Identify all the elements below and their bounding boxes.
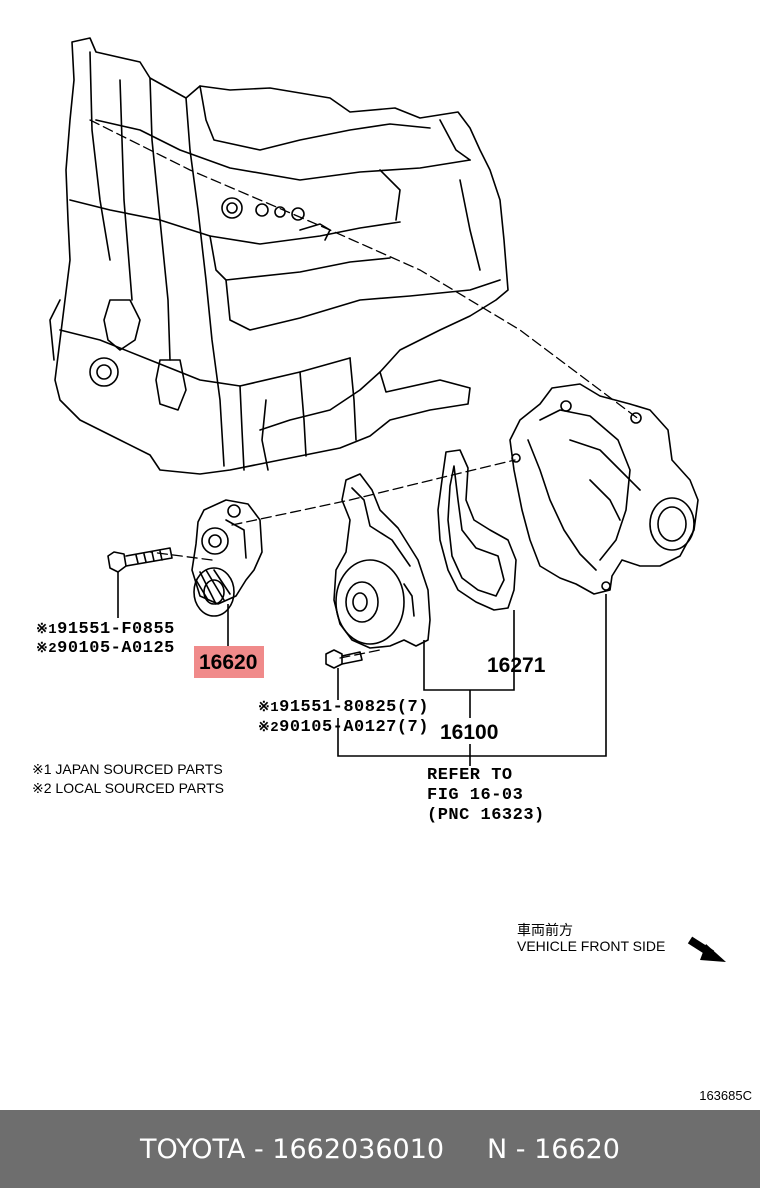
leader-lines xyxy=(117,572,607,766)
gasket-drawing xyxy=(437,449,517,611)
callout-mark: ※1 xyxy=(36,622,58,638)
callout-pump-bolt-1[interactable]: ※191551-80825(7) xyxy=(258,698,429,718)
callout-part-number: 91551-F0855 xyxy=(57,620,175,639)
highlight-box xyxy=(194,646,264,678)
callout-part-number: 90105-A0127(7) xyxy=(279,718,429,737)
callout-tensioner-bolt-2[interactable]: ※290105-A0125 xyxy=(36,639,175,659)
refer-line-2[interactable]: FIG 16-03 xyxy=(427,786,524,805)
tensioner-bolt-drawing xyxy=(107,547,173,573)
note-local-sourced: ※2 LOCAL SOURCED PARTS xyxy=(32,780,224,796)
diagram-code: 163685C xyxy=(699,1088,752,1103)
callout-part-number: 91551-80825(7) xyxy=(279,698,429,717)
refer-line-1[interactable]: REFER TO xyxy=(427,766,513,785)
callout-mark: ※2 xyxy=(258,720,280,736)
note-japan-sourced: ※1 JAPAN SOURCED PARTS xyxy=(32,761,223,777)
callout-gasket[interactable]: 16271 xyxy=(487,654,546,677)
refer-line-3[interactable]: (PNC 16323) xyxy=(427,806,545,825)
footer-bar xyxy=(0,1110,760,1188)
tensioner-drawing xyxy=(191,499,263,617)
pump-bolt-drawing xyxy=(325,649,363,669)
callout-mark: ※1 xyxy=(258,700,280,716)
callout-tensioner-bolt-1[interactable]: ※191551-F0855 xyxy=(36,620,175,640)
vehicle-front-label-jp: 車両前方 xyxy=(517,923,573,939)
callout-water-pump[interactable]: 16100 xyxy=(440,721,499,744)
callout-pump-bolt-2[interactable]: ※290105-A0127(7) xyxy=(258,718,429,738)
callout-tensioner[interactable]: 16620 xyxy=(199,651,258,674)
callout-part-number: 90105-A0125 xyxy=(57,639,175,658)
footer-text: TOYOTA - 1662036010 N - 16620 xyxy=(139,1134,620,1165)
parts-diagram xyxy=(49,37,726,962)
pump-housing-drawing xyxy=(509,383,699,595)
vehicle-front-arrow-icon xyxy=(687,936,726,962)
water-pump-drawing xyxy=(333,473,431,649)
callout-mark: ※2 xyxy=(36,641,58,657)
vehicle-front-label: VEHICLE FRONT SIDE xyxy=(517,938,666,954)
engine-block-drawing xyxy=(49,37,509,475)
